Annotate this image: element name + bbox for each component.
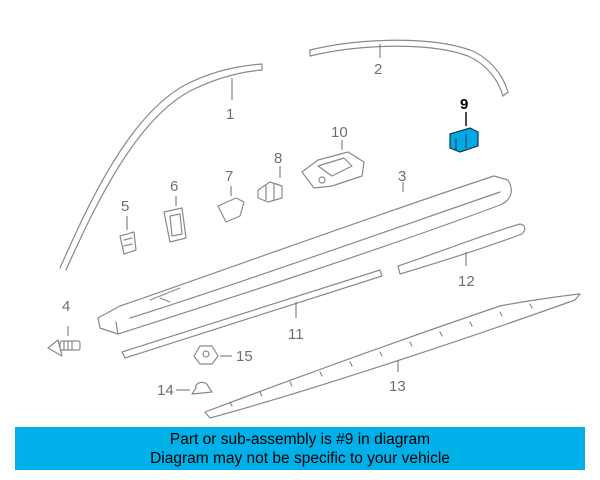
callout-10: 10	[331, 124, 348, 141]
callout-15: 15	[236, 348, 253, 365]
part-11-strip	[121, 269, 383, 359]
part-2-molding	[309, 39, 509, 97]
banner-line-1: Part or sub-assembly is #9 in diagram	[169, 431, 431, 448]
callout-3: 3	[398, 168, 406, 185]
part-3-rocker-panel	[97, 175, 512, 335]
callout-9-highlighted: 9	[460, 96, 468, 113]
parts-diagram: 1 2 3 4 5 6 7 8 9 10 11 12 13 14 15	[47, 39, 581, 419]
leader-lines	[67, 44, 467, 391]
callout-7: 7	[225, 168, 233, 185]
part-15-nut	[193, 345, 219, 365]
part-10-support	[301, 151, 365, 189]
part-14-grommet	[191, 381, 213, 395]
callout-11: 11	[288, 326, 304, 343]
info-banner: Part or sub-assembly is #9 in diagram Di…	[15, 427, 585, 470]
callout-13: 13	[389, 378, 406, 395]
callout-4: 4	[62, 298, 70, 315]
part-5-clip	[119, 231, 137, 255]
callout-6: 6	[170, 178, 178, 195]
part-7-bracket	[217, 197, 245, 223]
part-6-clip	[163, 207, 187, 243]
callout-1: 1	[226, 106, 234, 123]
callout-14: 14	[157, 382, 174, 399]
part-4-push-pin	[47, 339, 81, 357]
part-13-trim	[204, 293, 581, 419]
callout-12: 12	[458, 273, 475, 290]
banner-line-2: Diagram may not be specific to your vehi…	[150, 450, 450, 467]
callout-2: 2	[374, 61, 382, 78]
part-12-strip	[397, 223, 526, 275]
callout-8: 8	[274, 150, 282, 167]
part-8-bracket	[257, 181, 283, 203]
callout-5: 5	[121, 198, 129, 215]
part-9-clip-highlighted	[449, 127, 479, 153]
part-1-molding	[59, 63, 263, 271]
